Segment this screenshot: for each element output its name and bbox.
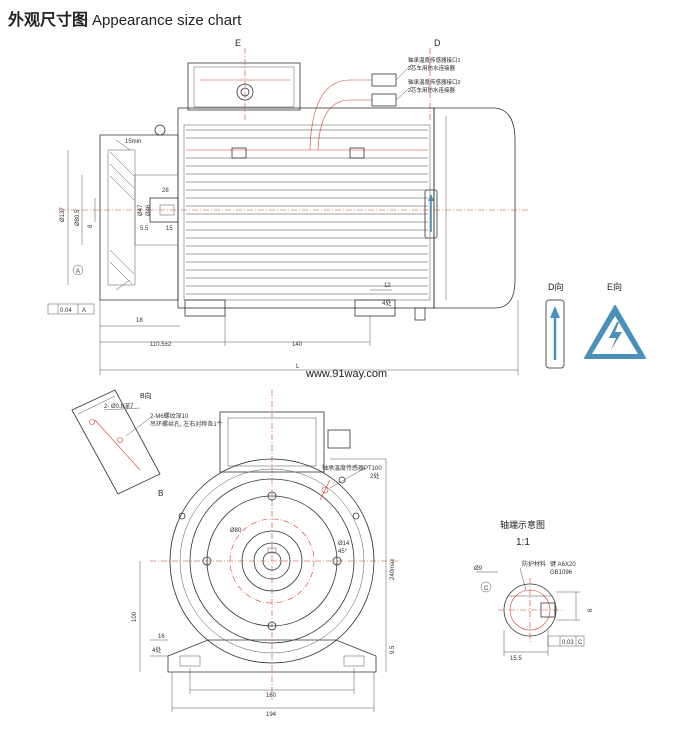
dim-5-5: 5.5 [140, 226, 149, 232]
dim-140: 140 [292, 342, 303, 348]
note-m6: 2-M6螺纹深10 [150, 412, 189, 420]
label-scale: 1:1 [516, 537, 530, 548]
dim-28: 28 [162, 188, 169, 194]
dim-shaft-15: 15.5 [510, 656, 522, 662]
dim-front-16: 16 [158, 634, 165, 640]
note-bearing1-sub: 2芯车用防水连接器 [408, 64, 456, 72]
dim-12: 12 [384, 283, 391, 289]
front-feet [167, 639, 377, 673]
tol-004: 0.04 [60, 308, 72, 314]
dim-front-d80: Ø80 [230, 528, 242, 534]
side-view [47, 48, 530, 375]
label-e-dir: E向 [607, 281, 622, 292]
dim-front-angle: 45° [338, 549, 348, 555]
label-b-dir: B向 [140, 391, 152, 400]
tol-shaft-C: C [578, 640, 583, 646]
front-view [139, 390, 400, 712]
terminal-box [187, 62, 301, 111]
label-shaft-cn: 轴端示意图 [500, 519, 545, 530]
dim-15min: 15min [125, 139, 141, 145]
tol-A: A [82, 308, 86, 314]
note-holes: 2- Ø0.8深7 [104, 402, 134, 410]
note-key: 键 A6X20 [550, 560, 576, 568]
shaft-end [262, 551, 282, 571]
dim-front-9: 9.5 [390, 645, 396, 654]
label-e: E [235, 38, 241, 48]
label-d-dir: D向 [548, 281, 564, 292]
fan-cover [433, 107, 516, 309]
connector-2 [371, 93, 397, 107]
connector-1 [371, 73, 397, 87]
dim-L: L [296, 364, 300, 370]
b-detail-view [71, 389, 161, 495]
dim-4: 4处 [382, 299, 391, 307]
dim-8: 8 [88, 224, 94, 228]
title-cn: 外观尺寸图 [8, 10, 89, 29]
note-m6-sub: 吊环螺丝孔, 左右对称各1个 [150, 420, 223, 428]
tol-shaft-003: 0.03 [562, 640, 574, 646]
title-en: Appearance size chart [92, 12, 242, 29]
note-pt100-sub: 2处 [370, 472, 379, 480]
dim-front-100: 100 [132, 611, 138, 622]
dim-18: 18 [136, 318, 143, 324]
dim-d46: Ø46 [146, 204, 152, 216]
note-bearing1: 轴承温度传感器接口1 [408, 56, 461, 64]
dim-d47: Ø47 [138, 204, 144, 216]
note-bearing2: 轴承温度传感器接口2 [408, 78, 461, 86]
note-bearing2-sub: 2芯车用防水连接器 [408, 86, 456, 94]
dim-15: 15 [166, 226, 173, 232]
dim-front-194: 194 [266, 712, 277, 718]
note-guard: 防护材料 [522, 560, 546, 568]
dim-110: 110.5±2 [150, 342, 172, 348]
note-gb: GB1096 [550, 570, 573, 576]
outer-housing [169, 458, 375, 664]
cooling-fins [186, 129, 428, 295]
up-arrow-icon [545, 299, 565, 369]
datum-A: A [76, 269, 80, 275]
shaft-end-detail [476, 567, 585, 656]
watermark: www.91way.com [305, 368, 387, 380]
dim-d80: Ø80.5 [75, 209, 81, 226]
dim-front-4: 4处 [152, 646, 161, 654]
datum-C: C [484, 586, 489, 592]
high-voltage-icon [584, 305, 646, 359]
note-pt100: 轴承温度传感器PT100 [322, 464, 382, 472]
dim-d137: Ø137 [60, 207, 66, 222]
front-flange [99, 134, 179, 301]
label-b: B [158, 489, 163, 498]
dim-front-160: 160 [266, 693, 277, 699]
label-d: D [434, 38, 441, 48]
dim-front-d14: Ø14 [338, 541, 350, 547]
dim-front-240: 240max [390, 559, 396, 580]
dim-shaft-6: 6 [588, 608, 594, 612]
dim-shaft-d9: Ø9 [474, 566, 483, 572]
